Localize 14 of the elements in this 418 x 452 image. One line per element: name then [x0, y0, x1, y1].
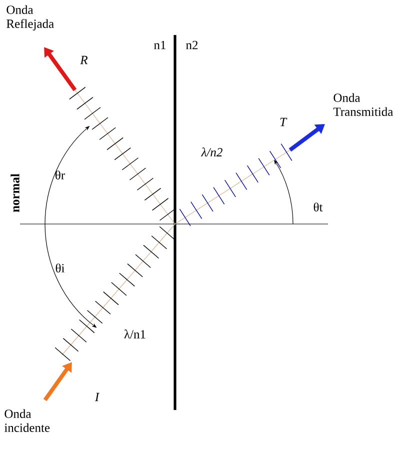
text-label: Onda Reflejada [6, 5, 54, 31]
wave-label: T [280, 118, 288, 126]
wavelength-label: λ/n2 [201, 148, 222, 156]
n-label: n1 [154, 40, 166, 50]
angle-label: θi [56, 264, 64, 272]
normal-label: normal [10, 174, 20, 212]
angle-label: θt [314, 202, 323, 212]
wavelength-label: λ/n1 [124, 330, 146, 338]
text-label: Onda incidente [4, 409, 50, 432]
angle-label: θr [56, 170, 65, 180]
n-label: n2 [186, 40, 198, 50]
wave-label: R [80, 56, 88, 64]
wave-label: I [94, 392, 100, 402]
text-label: Onda Transmitida [333, 93, 393, 116]
